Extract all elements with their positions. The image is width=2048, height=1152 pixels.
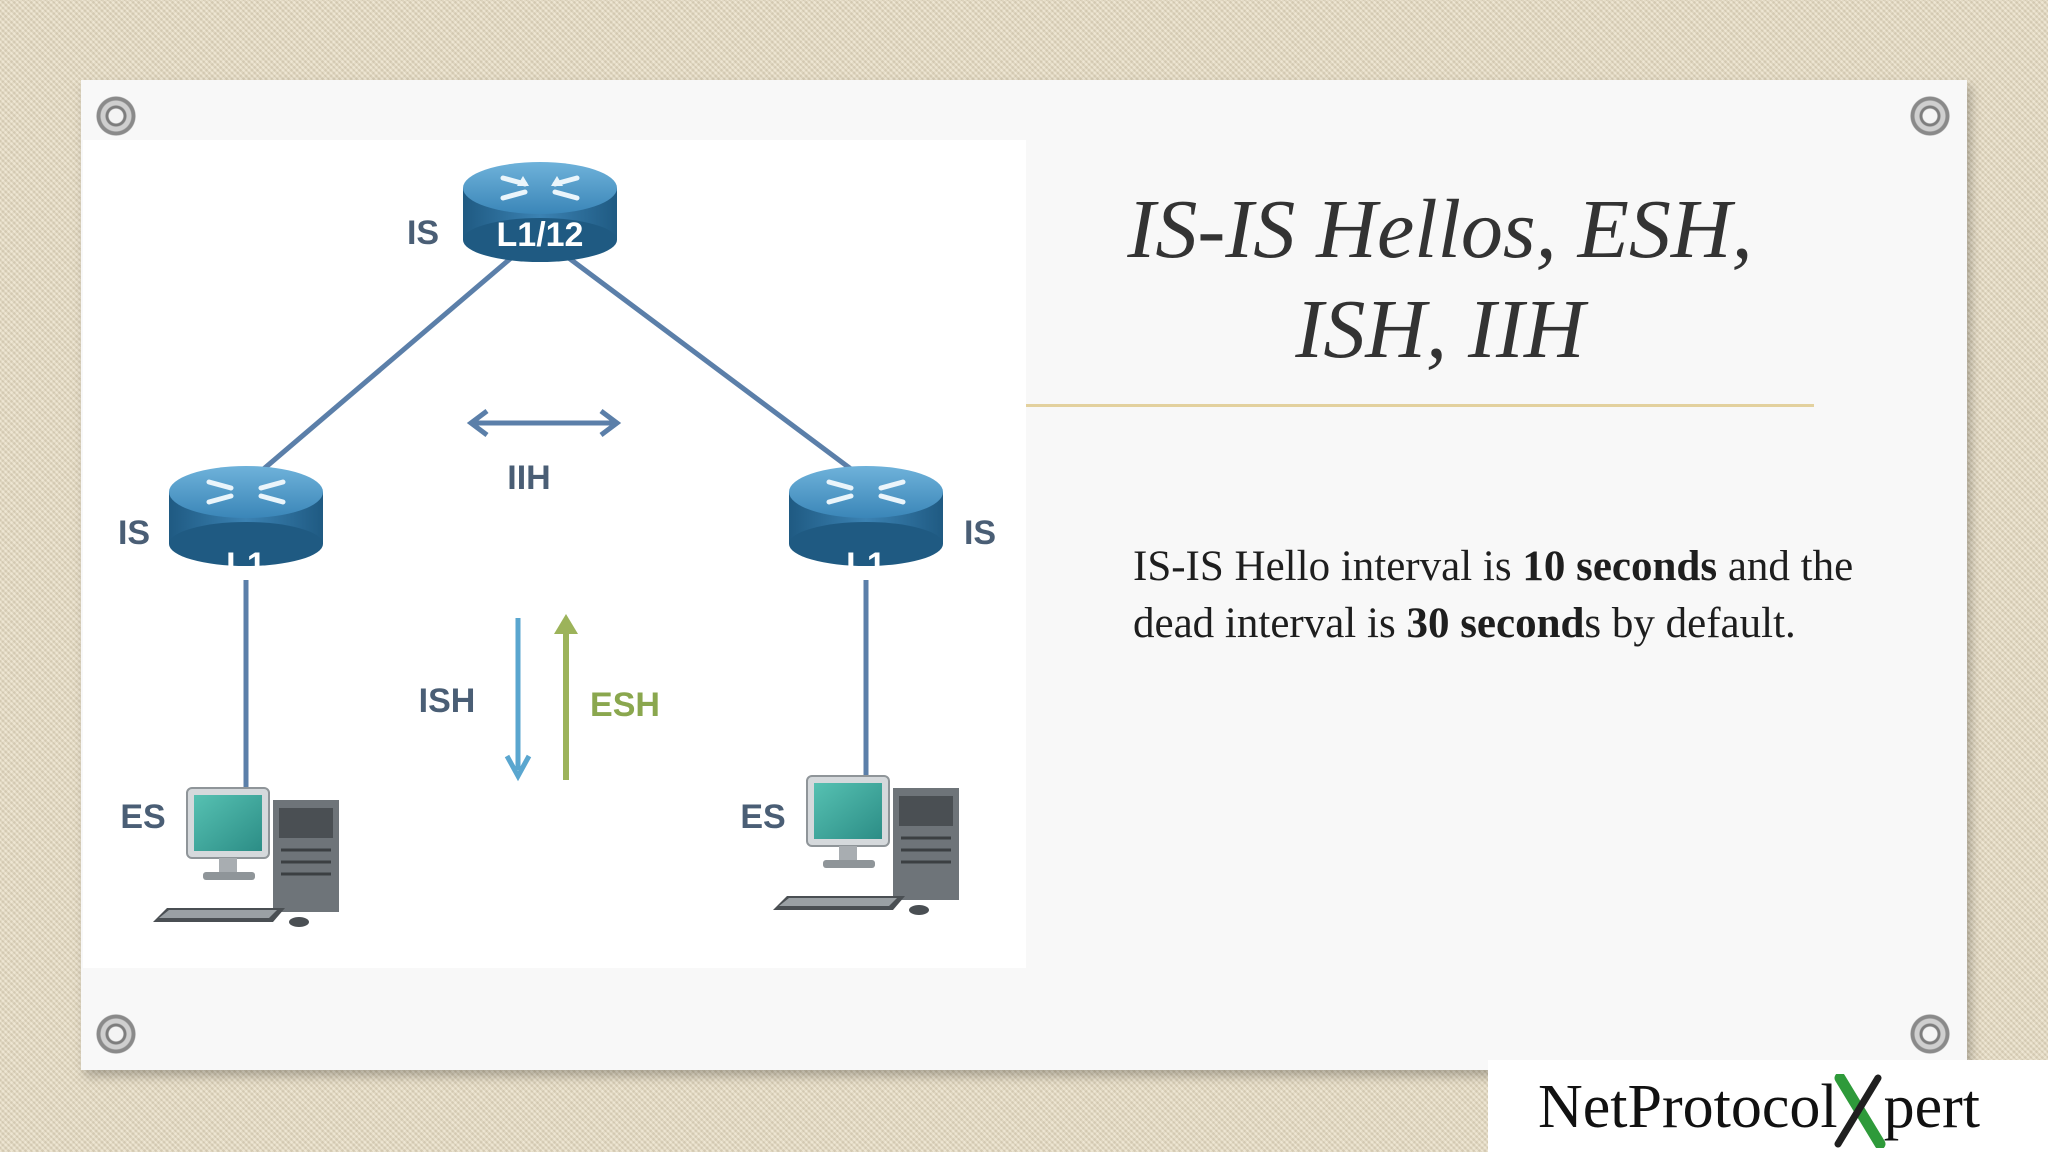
iih-label: IIH	[507, 459, 550, 497]
slide-title-line2: ISH, IIH	[1295, 283, 1585, 376]
body-text-part1: IS-IS Hello interval is	[1133, 543, 1523, 590]
left-computer-icon	[153, 787, 339, 927]
diagram-canvas: L1/12 IS L1 IS L1 IS IIH	[118, 162, 996, 927]
right-router-icon	[789, 466, 943, 566]
pin-top-right	[1910, 96, 1950, 136]
link-top-left	[244, 233, 540, 486]
left-router-role: IS	[118, 514, 150, 552]
right-router-role: IS	[964, 514, 996, 552]
logo-x-icon	[1834, 1074, 1886, 1148]
right-computer-icon	[773, 775, 959, 915]
right-host-label: ES	[740, 798, 785, 836]
body-text-bold2: 30 second	[1406, 600, 1585, 647]
isis-diagram: L1/12 IS L1 IS L1 IS IIH	[83, 140, 1026, 968]
logo-text-part2: pert	[1883, 1073, 1981, 1141]
link-top-right	[536, 232, 873, 487]
body-text-bold1: 10 seconds	[1522, 543, 1718, 590]
ish-arrow-icon	[504, 618, 532, 782]
top-router-role: IS	[407, 214, 439, 252]
logo-text-part1: NetProtocol	[1538, 1073, 1838, 1141]
left-router-icon	[169, 466, 323, 566]
pin-bottom-left	[96, 1014, 136, 1054]
slide-title: IS-IS Hellos, ESH, ISH, IIH	[1040, 180, 1840, 380]
iih-double-arrow-icon	[466, 409, 622, 437]
slide-body-text: IS-IS Hello interval is 10 seconds and t…	[1133, 538, 1873, 652]
left-router-level: L1	[226, 546, 266, 584]
top-router-level: L1/12	[497, 216, 584, 254]
slide-title-line1: IS-IS Hellos, ESH,	[1127, 183, 1753, 276]
body-text-part2: and the dead interval is	[1133, 543, 1854, 647]
top-router-icon	[463, 162, 617, 262]
body-text-part3: s by default.	[1584, 600, 1796, 647]
esh-arrow-icon	[554, 614, 578, 780]
title-divider	[1026, 404, 1814, 407]
pin-top-left	[96, 96, 136, 136]
pin-bottom-right	[1910, 1014, 1950, 1054]
left-host-label: ES	[120, 798, 165, 836]
logo-x-mark: X	[1834, 1072, 1886, 1148]
esh-label: ESH	[590, 686, 660, 724]
right-router-level: L1	[846, 546, 886, 584]
ish-label: ISH	[419, 682, 476, 720]
logo-text: NetProtocolXpert	[1538, 1072, 1981, 1148]
netprotocolxpert-logo: NetProtocolXpert	[1488, 1060, 2048, 1152]
